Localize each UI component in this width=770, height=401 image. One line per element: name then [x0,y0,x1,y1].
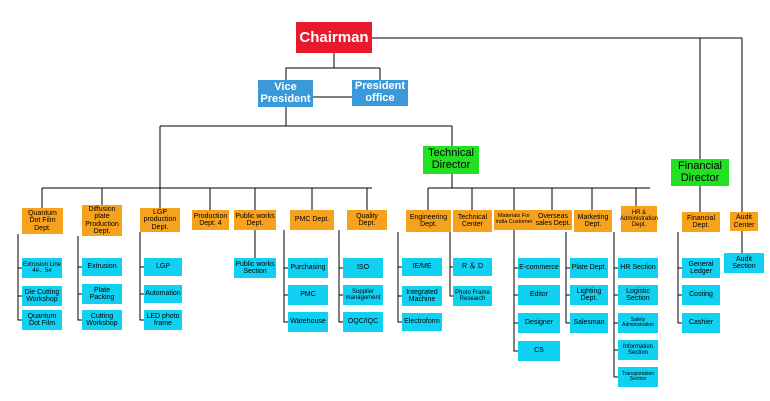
lgp-box: LGP [144,258,182,276]
public-works-section-box: Public works Section [234,258,276,278]
technical-director-box: Technical Director [423,146,479,174]
photo-frame-research-box: Photo Frame Research [453,286,492,306]
financial-dept-box: Financial Dept. [682,212,720,232]
die-cutting-box: Die Cutting Workshop [22,286,62,306]
information-section-box: Information Section [618,340,658,360]
oqc-iqc-box: OQC/IQC [343,312,383,332]
integrated-machine-box: Integrated Machine [402,286,442,306]
cs-box: CS [518,341,560,361]
general-ledger-box: General Ledger [682,258,720,278]
cashier-box: Cashier [682,313,720,333]
iso-box: ISO [343,258,383,278]
chairman-box: Chairman [296,22,372,53]
extrusion-box: Extrusion [82,258,122,276]
materials-india-box: Materials For India Customer [494,210,534,230]
led-photo-frame-box: LED photo frame [144,310,182,330]
quantum-dot-dept-box: Quantum Dot Film Dept. [22,208,63,234]
technical-center-box: Technical Center [453,210,492,232]
supplier-management-box: Supplier management [343,285,383,305]
extrusion-line-box: Extrusion Line 4#、5# [22,258,62,278]
diffusion-plate-dept-box: Diffusion plate Production Dept. [82,205,122,236]
salesman-box: Salesman [570,313,608,333]
quality-dept-box: Quality Dept. [347,210,387,230]
ie-me-box: IE/ME [402,258,442,276]
e-commerce-box: E-commerce [518,258,560,278]
cutting-workshop-box: Cutting Workshop [82,310,122,330]
electroform-box: Electroform [402,313,442,331]
public-works-dept-box: Public works Dept. [234,210,276,230]
marketing-dept-box: Marketing Dept. [574,210,612,232]
engineering-dept-box: Engineering Dept. [406,210,451,232]
plate-dept-box: Plate Dept. [570,258,608,278]
hr-section-box: HR Section [618,258,658,278]
financial-director-box: Financial Director [671,159,729,186]
pmc-box: PMC [288,285,328,305]
r-and-d-box: R ＆ D [453,258,492,276]
overseas-sales-dept-box: Overseas sales Dept. [534,210,572,230]
production-dept-4-box: Production Dept. 4 [192,210,229,230]
warehouse-box: Warehouse [288,312,328,332]
audit-section-box: Audit Section [724,253,764,273]
lighting-dept-box: Lighting Dept. [570,285,608,305]
costing-box: Costing [682,285,720,305]
audit-center-box: Audit Center [730,212,758,231]
safety-administration-box: Safety Administration [618,313,658,333]
hr-admin-dept-box: HR & Administration Dept. [620,206,658,232]
editor-box: Editor [518,285,560,305]
quantum-dot-film-box: Quantum Dot Film [22,310,62,330]
automation-box: Automation [144,285,182,303]
logistic-section-box: Logistic Section [618,285,658,305]
lgp-production-dept-box: LGP production Dept. [140,208,180,232]
pmc-dept-box: PMC Dept. [290,210,334,230]
president-office-box: President office [352,80,408,106]
transportation-section-box: Transportation Section [618,367,658,387]
plate-packing-box: Plate Packing [82,284,122,304]
designer-box: Designer [518,313,560,333]
purchasing-box: Purchasing [288,258,328,278]
vice-president-box: Vice President [258,80,313,107]
